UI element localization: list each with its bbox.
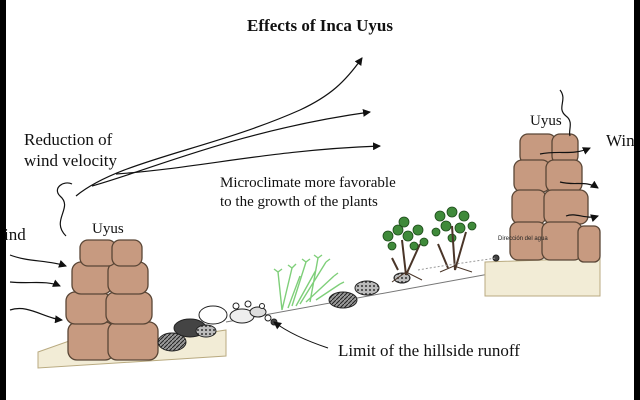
light-plants	[273, 254, 345, 311]
left-uyu-wall	[65, 239, 159, 361]
runoff-pointer	[273, 321, 329, 349]
microclimate-label-line-1: Microclimate more favorable	[220, 175, 396, 191]
left-wind-arrows	[9, 254, 67, 324]
microclimate-label-line-2: to the growth of the plants	[220, 194, 378, 210]
trees	[382, 206, 477, 283]
uyus-left-label: Uyus	[92, 221, 124, 237]
wind-right-label: Win	[606, 131, 635, 150]
wind-left-label: ind	[4, 225, 26, 244]
right-uyu-wall	[509, 133, 601, 263]
wind-reduction-label-line-1: Reduction of	[24, 130, 113, 149]
wind-reduction-label-line-2: wind velocity	[24, 151, 118, 170]
wind-streams	[56, 57, 381, 237]
runoff-limit-label: Limit of the hillside runoff	[338, 341, 520, 360]
right-wind-arrows	[539, 89, 599, 223]
right-frame-bar	[634, 0, 640, 400]
left-frame-bar	[0, 0, 6, 400]
water-direction-line	[417, 257, 497, 271]
rubble-stones	[157, 254, 500, 352]
water-direction-label: Dirección del agua	[498, 236, 548, 242]
uyus-right-label: Uyus	[530, 113, 562, 129]
page-title: Effects of Inca Uyus	[247, 16, 393, 35]
